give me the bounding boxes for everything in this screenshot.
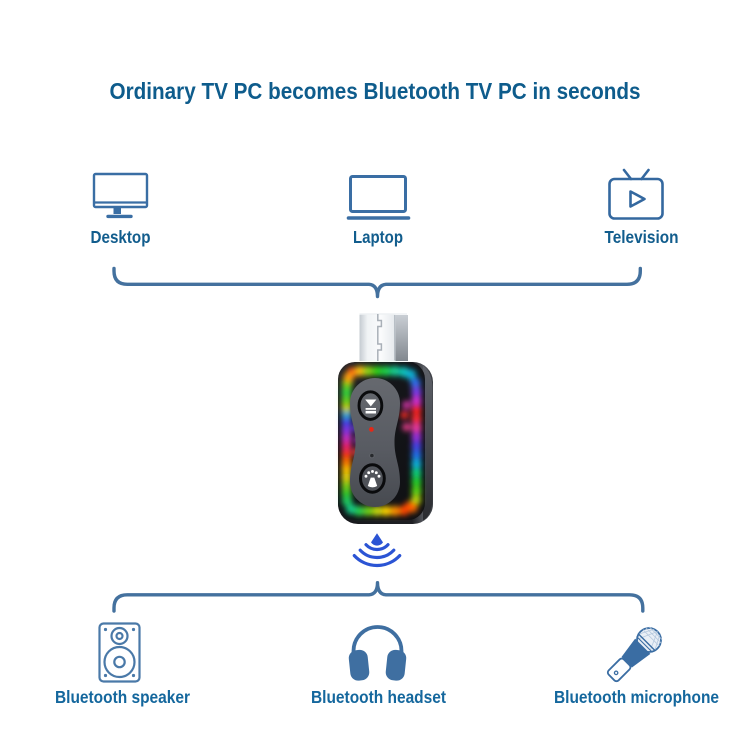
svg-text:Desktop: Desktop: [91, 227, 151, 247]
svg-text:Bluetooth speaker: Bluetooth speaker: [55, 687, 190, 707]
svg-text:Bluetooth microphone: Bluetooth microphone: [554, 687, 719, 707]
svg-text:Ordinary TV PC becomes Bluetoo: Ordinary TV PC becomes Bluetooth TV PC i…: [110, 78, 641, 104]
svg-text:Laptop: Laptop: [353, 227, 403, 247]
svg-text:Bluetooth headset: Bluetooth headset: [311, 687, 446, 707]
svg-text:Television: Television: [605, 227, 679, 247]
